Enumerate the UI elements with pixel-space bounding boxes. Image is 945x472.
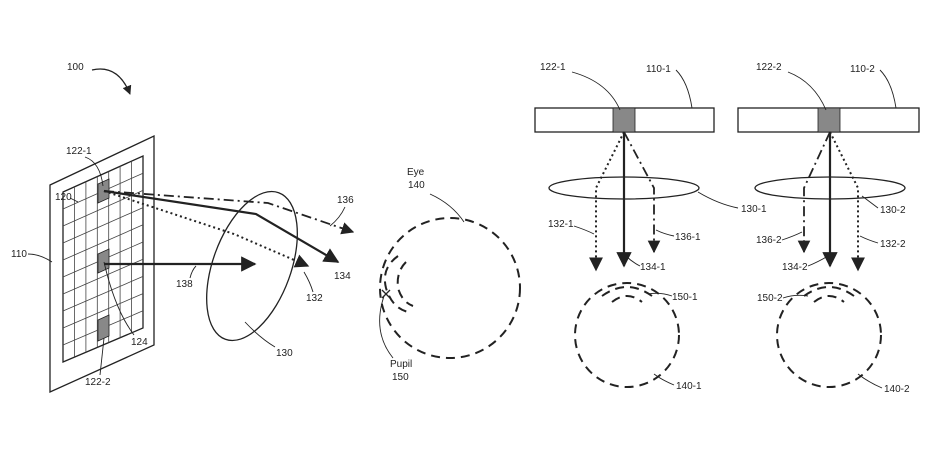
label-122-1: 122-1 — [66, 146, 92, 157]
pixel-122-1-panel — [613, 108, 635, 132]
label-pupil-150: 150 — [392, 372, 409, 383]
leader-p2-display — [880, 70, 896, 108]
label-p2-ray134: 134-2 — [782, 262, 808, 273]
leader-p1-eye — [654, 374, 674, 385]
leader-122-2 — [100, 338, 104, 375]
leader-p1-lens — [698, 192, 738, 208]
ray-136-2 — [804, 132, 830, 252]
label-eye-140: 140 — [408, 180, 425, 191]
leader-132 — [304, 272, 313, 292]
leader-p2-pupil — [783, 295, 808, 298]
ray-132-2 — [830, 132, 858, 270]
pixel-124 — [98, 249, 109, 273]
label-122-2: 122-2 — [85, 377, 111, 388]
pupil-marker — [382, 290, 390, 298]
label-p2-lens: 130-2 — [880, 205, 906, 216]
lens-130 — [189, 179, 316, 352]
label-p1-pupil: 150-1 — [672, 292, 698, 303]
label-132: 132 — [306, 293, 323, 304]
pixel-122-2-panel — [818, 108, 840, 132]
ray-136-1 — [624, 132, 654, 252]
pupil-150-1-shape — [612, 296, 642, 302]
panel-1: 122-1 110-1 130-1 132-1 136-1 134-1 150-… — [535, 62, 767, 392]
panel-2: 122-2 110-2 130-2 136-2 132-2 134-2 150-… — [738, 62, 919, 395]
eye-140-1 — [575, 283, 679, 387]
label-p1-eye: 140-1 — [676, 381, 702, 392]
ray-132-1 — [596, 132, 624, 270]
label-136: 136 — [337, 195, 354, 206]
figure-100: 100 122-1 120 — [11, 62, 354, 392]
label-100-arrow — [92, 69, 130, 94]
label-110: 110 — [11, 249, 27, 260]
leader-p1-ray132 — [574, 226, 594, 234]
eye-figure: Eye 140 Pupil 150 — [380, 167, 520, 383]
leader-p1-pixel — [572, 72, 620, 110]
label-p2-ray132: 132-2 — [880, 239, 906, 250]
label-p1-ray134: 134-1 — [640, 262, 666, 273]
leader-110 — [28, 254, 52, 262]
eye-140 — [380, 218, 520, 358]
leader-p2-ray134 — [808, 256, 828, 266]
label-p1-lens: 130-1 — [741, 204, 767, 215]
leader-pupil-150 — [380, 296, 393, 358]
label-p1-pixel: 122-1 — [540, 62, 566, 73]
label-p2-pupil: 150-2 — [757, 293, 783, 304]
leader-138 — [190, 266, 196, 278]
label-eye-word: Eye — [407, 167, 425, 178]
eye-140-2 — [777, 283, 881, 387]
label-100: 100 — [67, 62, 84, 73]
label-p1-display: 110-1 — [646, 64, 671, 75]
label-120: 120 — [55, 192, 72, 203]
leader-p2-pixel — [788, 72, 826, 110]
pupil-150-2-shape — [814, 296, 844, 302]
cornea-140-2 — [804, 287, 854, 296]
pixel-122-2 — [98, 315, 109, 341]
pupil-outline — [398, 262, 413, 306]
leader-p2-ray132 — [860, 236, 878, 243]
label-138: 138 — [176, 279, 193, 290]
label-p1-ray136: 136-1 — [675, 232, 701, 243]
label-134: 134 — [334, 271, 351, 282]
label-130: 130 — [276, 348, 293, 359]
label-124: 124 — [131, 337, 148, 348]
label-pupil-word: Pupil — [390, 359, 412, 370]
leader-p1-ray136 — [656, 230, 674, 236]
label-p2-eye: 140-2 — [884, 384, 910, 395]
label-p2-ray136: 136-2 — [756, 235, 782, 246]
label-p2-display: 110-2 — [850, 64, 875, 75]
label-p2-pixel: 122-2 — [756, 62, 782, 73]
leader-136 — [330, 207, 345, 226]
leader-p1-ray134 — [626, 256, 640, 266]
leader-p2-ray136 — [782, 232, 802, 240]
leader-p1-display — [676, 70, 692, 108]
label-p1-ray132: 132-1 — [548, 219, 574, 230]
cornea-140-1 — [602, 287, 652, 296]
